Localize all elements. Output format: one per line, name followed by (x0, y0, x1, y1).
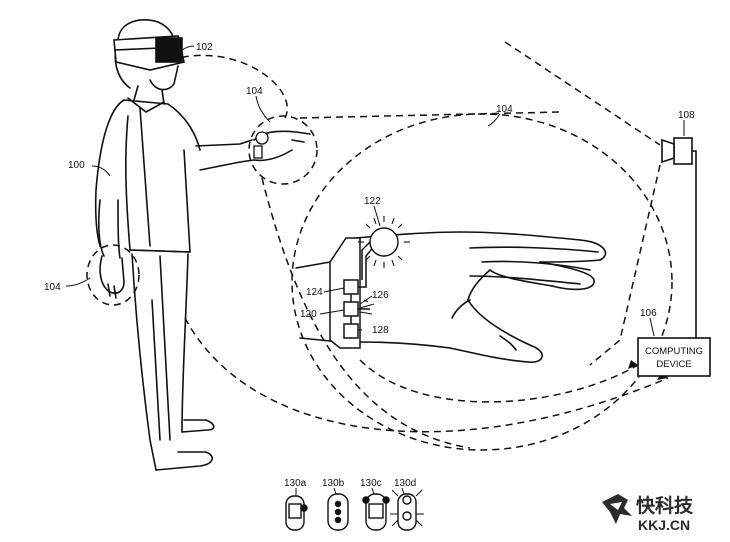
label-user: 100 (68, 160, 85, 171)
variant-130a (285, 495, 308, 531)
camera-fov-bottom (589, 164, 661, 366)
label-130a: 130a (284, 478, 307, 489)
label-130b: 130b (322, 478, 345, 489)
computing-device-106: COMPUTING DEVICE (637, 337, 711, 377)
hmd-headset (113, 35, 185, 71)
camera-fov-top (504, 41, 661, 146)
dashed-lines (86, 41, 673, 451)
label-124: 124 (306, 287, 323, 298)
hand-left-circle (86, 244, 140, 306)
watermark-chinese: 快科技 (636, 494, 694, 517)
zoom-connector-top (299, 111, 561, 119)
computing-device-line1: COMPUTING (645, 346, 703, 357)
hand-right-circle (248, 115, 318, 185)
component-128 (343, 323, 359, 339)
label-130c: 130c (360, 478, 382, 489)
watermark-logo-icon (602, 494, 632, 524)
label-120: 120 (300, 309, 317, 320)
label-hand-right: 104 (246, 86, 263, 97)
leader-lines (65, 45, 685, 496)
wearable-variants (285, 489, 424, 531)
person-user (94, 18, 311, 471)
variant-130b (327, 493, 349, 531)
label-computing: 106 (640, 308, 657, 319)
signal-left-hand (184, 317, 669, 433)
light-source-122 (358, 216, 410, 268)
component-124 (343, 279, 359, 295)
signal-hmd (169, 54, 288, 119)
variant-130d (390, 489, 424, 531)
hand-detail (295, 231, 607, 363)
label-128: 128 (372, 325, 389, 336)
label-light: 122 (364, 196, 381, 207)
wrist-device-small (253, 131, 269, 159)
label-camera: 108 (678, 110, 695, 121)
variant-130c (362, 493, 390, 531)
signal-device (359, 359, 639, 403)
watermark-domain: KKJ.CN (638, 517, 690, 533)
label-130d: 130d (394, 478, 416, 489)
label-hand-detail: 104 (496, 104, 513, 115)
label-hand-left: 104 (44, 282, 61, 293)
camera-108 (661, 137, 697, 340)
component-120 (343, 301, 359, 317)
reference-labels: 102 100 104 104 104 108 106 122 124 126 … (44, 42, 695, 489)
wrist-device-detail (329, 237, 377, 349)
computing-device-line2: DEVICE (656, 359, 691, 370)
label-126: 126 (372, 290, 389, 301)
zoom-connector-bottom (261, 177, 471, 449)
label-hmd: 102 (196, 42, 213, 53)
watermark: 快科技 KKJ.CN (602, 494, 694, 533)
